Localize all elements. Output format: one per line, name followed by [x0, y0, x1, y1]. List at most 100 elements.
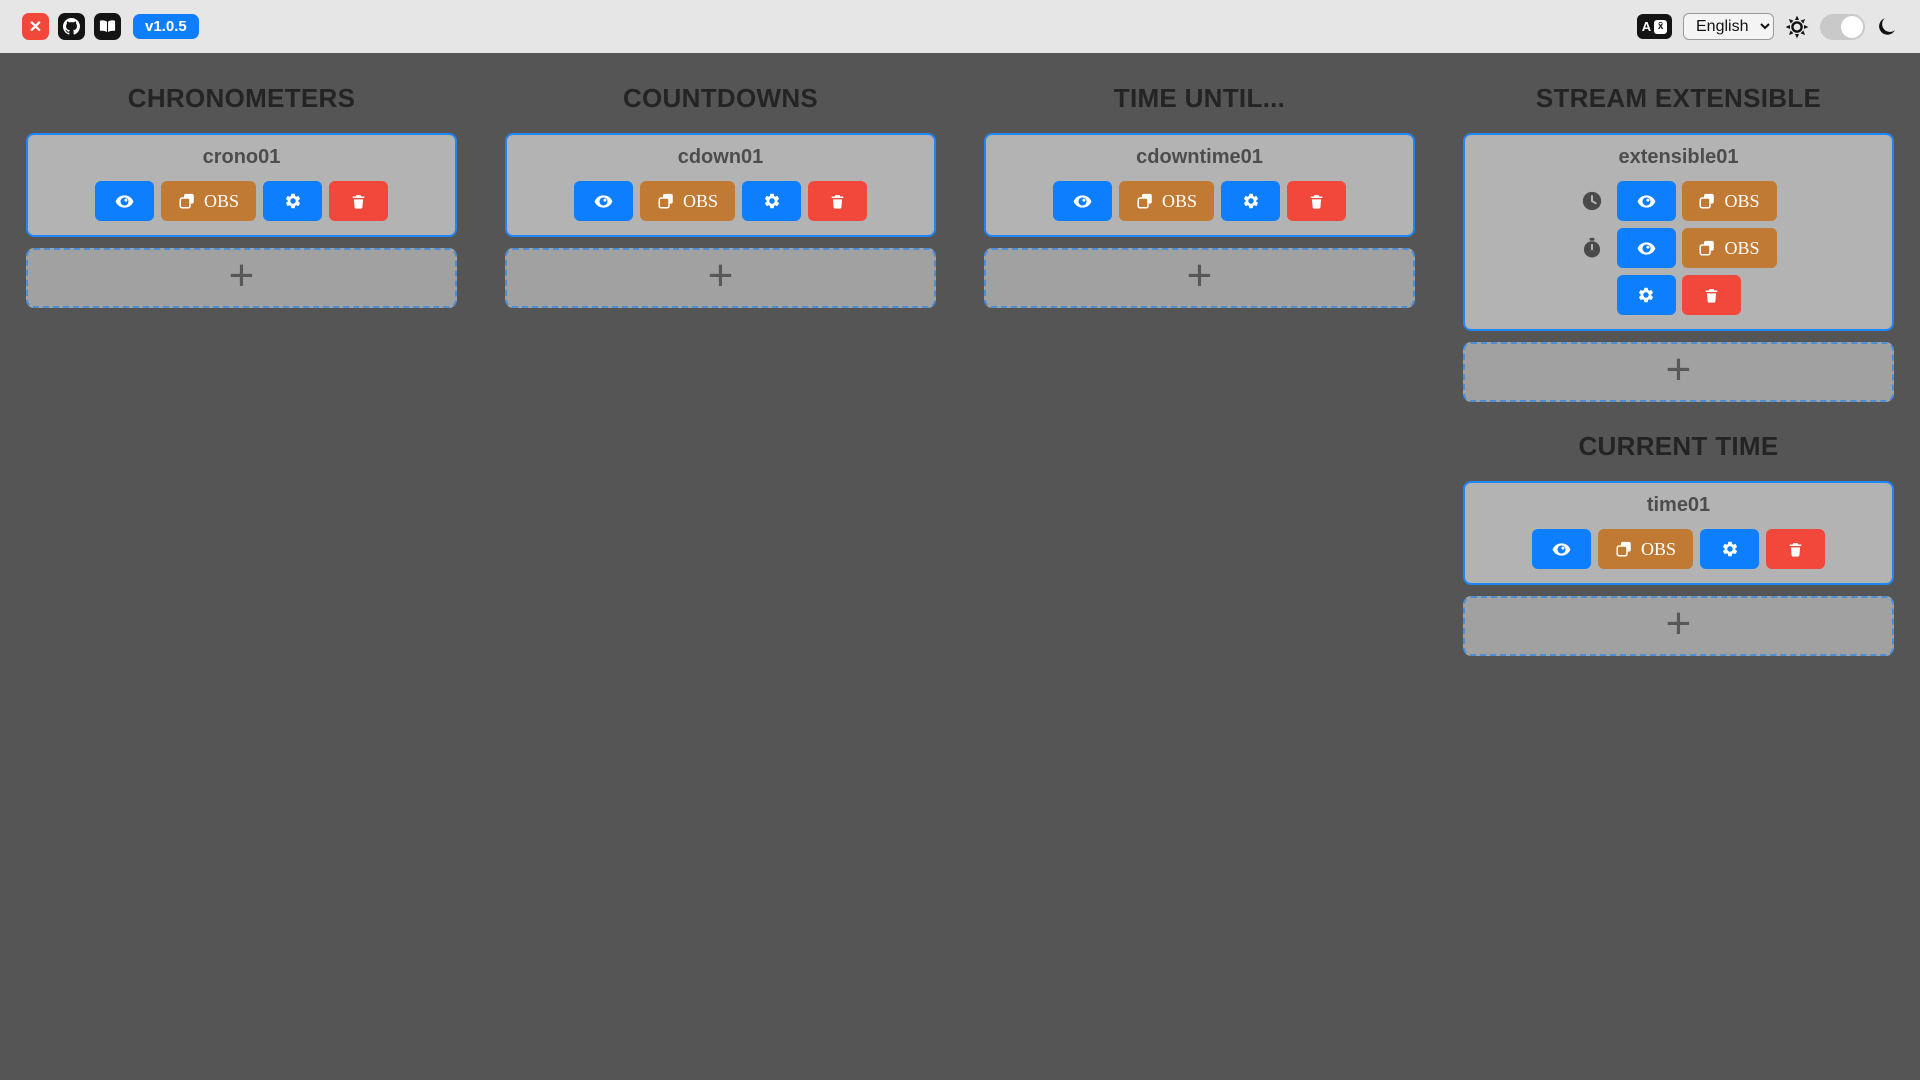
- eye-icon: [114, 191, 135, 212]
- copy-icon: [1136, 192, 1154, 210]
- eye-icon: [1072, 191, 1093, 212]
- add-time-until-button[interactable]: +: [984, 248, 1415, 308]
- settings-button[interactable]: [1700, 529, 1759, 569]
- main-content: CHRONOMETERS crono01 OBS: [0, 53, 1920, 656]
- theme-toggle[interactable]: [1820, 13, 1865, 40]
- gear-icon: [763, 192, 781, 210]
- moon-icon: [1876, 16, 1898, 38]
- add-chronometer-button[interactable]: +: [26, 248, 457, 308]
- button-row: OBS: [996, 181, 1403, 221]
- topbar: ✕ v1.0.5 A x̄ English: [0, 0, 1920, 53]
- visibility-button[interactable]: [1616, 228, 1676, 268]
- docs-button[interactable]: [94, 13, 121, 40]
- plus-icon: +: [1186, 250, 1213, 300]
- github-icon: [63, 18, 80, 35]
- extensible-clock-row: OBS: [1475, 181, 1882, 221]
- card-title: cdown01: [677, 146, 764, 168]
- topbar-right: A x̄ English: [1637, 13, 1898, 40]
- add-countdown-button[interactable]: +: [505, 248, 936, 308]
- delete-button[interactable]: [1766, 529, 1825, 569]
- obs-copy-button[interactable]: OBS: [161, 181, 256, 221]
- visibility-button[interactable]: [574, 181, 633, 221]
- button-row: OBS: [38, 181, 445, 221]
- section-title-stream-extensible: STREAM EXTENSIBLE: [1535, 83, 1822, 113]
- section-title-countdowns: COUNTDOWNS: [622, 83, 819, 113]
- obs-copy-button[interactable]: OBS: [1119, 181, 1214, 221]
- github-button[interactable]: [58, 13, 85, 40]
- translate-icon: A x̄: [1637, 14, 1672, 39]
- gear-icon: [1721, 540, 1739, 558]
- card-cdowntime01: cdowntime01 OBS: [984, 133, 1415, 237]
- plus-icon: +: [1665, 598, 1692, 648]
- visibility-button[interactable]: [1532, 529, 1591, 569]
- delete-button[interactable]: [1681, 275, 1741, 315]
- plus-icon: +: [228, 250, 255, 300]
- obs-label: OBS: [682, 191, 718, 211]
- card-title: extensible01: [1618, 146, 1739, 168]
- section-title-time-until: TIME UNTIL...: [1113, 83, 1286, 113]
- version-badge: v1.0.5: [133, 14, 199, 39]
- gear-icon: [1242, 192, 1260, 210]
- copy-icon: [178, 192, 196, 210]
- settings-button[interactable]: [263, 181, 322, 221]
- gear-icon: [284, 192, 302, 210]
- obs-label: OBS: [1724, 238, 1760, 258]
- visibility-button[interactable]: [95, 181, 154, 221]
- card-extensible01: extensible01 OBS: [1463, 133, 1894, 331]
- card-title: time01: [1646, 494, 1711, 516]
- extensible-stopwatch-row: OBS: [1475, 228, 1882, 268]
- settings-button[interactable]: [1221, 181, 1280, 221]
- copy-icon: [657, 192, 675, 210]
- button-row: OBS: [1475, 529, 1882, 569]
- copy-icon: [1698, 239, 1716, 257]
- stopwatch-icon: [1581, 237, 1603, 259]
- close-button[interactable]: ✕: [22, 13, 49, 40]
- eye-icon: [593, 191, 614, 212]
- section-countdowns: COUNTDOWNS cdown01 OBS: [505, 83, 936, 656]
- copy-icon: [1698, 192, 1716, 210]
- language-select[interactable]: English: [1683, 13, 1774, 40]
- section-title-chronometers: CHRONOMETERS: [127, 83, 356, 113]
- toggle-knob: [1841, 15, 1863, 38]
- trash-icon: [1308, 193, 1325, 210]
- delete-button[interactable]: [329, 181, 388, 221]
- visibility-button[interactable]: [1053, 181, 1112, 221]
- copy-icon: [1615, 540, 1633, 558]
- section-chronometers: CHRONOMETERS crono01 OBS: [26, 83, 457, 656]
- delete-button[interactable]: [808, 181, 867, 221]
- eye-icon: [1636, 238, 1657, 259]
- eye-icon: [1551, 539, 1572, 560]
- gear-icon: [1637, 286, 1655, 304]
- add-current-time-button[interactable]: +: [1463, 596, 1894, 656]
- button-row: OBS: [517, 181, 924, 221]
- obs-copy-button[interactable]: OBS: [1681, 228, 1777, 268]
- settings-button[interactable]: [742, 181, 801, 221]
- card-cdown01: cdown01 OBS: [505, 133, 936, 237]
- translate-letter: A: [1641, 19, 1652, 34]
- plus-icon: +: [1665, 344, 1692, 394]
- trash-icon: [829, 193, 846, 210]
- settings-button[interactable]: [1616, 275, 1676, 315]
- obs-label: OBS: [1161, 191, 1197, 211]
- trash-icon: [1703, 287, 1720, 304]
- section-stream-extensible: STREAM EXTENSIBLE extensible01 OBS: [1463, 83, 1894, 656]
- section-title-current-time: CURRENT TIME: [1578, 431, 1779, 461]
- close-icon: ✕: [28, 18, 43, 36]
- eye-icon: [1636, 191, 1657, 212]
- obs-label: OBS: [1640, 539, 1676, 559]
- trash-icon: [350, 193, 367, 210]
- obs-copy-button[interactable]: OBS: [1598, 529, 1693, 569]
- card-crono01: crono01 OBS: [26, 133, 457, 237]
- card-time01: time01 OBS: [1463, 481, 1894, 585]
- add-extensible-button[interactable]: +: [1463, 342, 1894, 402]
- sun-icon: [1785, 15, 1809, 39]
- trash-icon: [1787, 541, 1804, 558]
- obs-label: OBS: [203, 191, 239, 211]
- card-title: crono01: [202, 146, 281, 168]
- book-open-icon: [99, 18, 116, 35]
- visibility-button[interactable]: [1616, 181, 1676, 221]
- delete-button[interactable]: [1287, 181, 1346, 221]
- obs-copy-button[interactable]: OBS: [1681, 181, 1777, 221]
- obs-copy-button[interactable]: OBS: [640, 181, 735, 221]
- plus-icon: +: [707, 250, 734, 300]
